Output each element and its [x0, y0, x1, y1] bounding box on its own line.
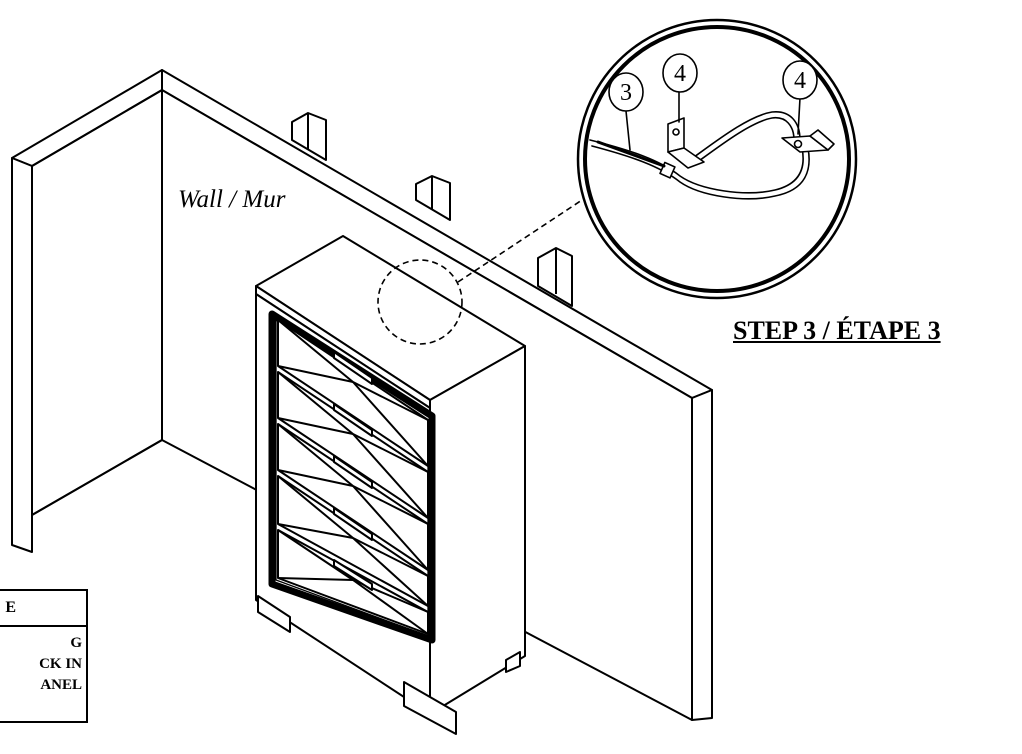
notice-header: E [0, 591, 86, 627]
callout-bubble-strap [608, 72, 644, 112]
drawer [277, 423, 429, 571]
callout-number-strap: 3 [620, 80, 632, 106]
wall-left-panel [11, 69, 163, 553]
detail-leader-line [457, 199, 583, 283]
drawer [277, 529, 429, 635]
chest-leg-right [403, 681, 457, 735]
step-title: STEP 3 / ÉTAPE 3 [733, 316, 941, 345]
detail-highlight-circle [377, 259, 463, 345]
detail-zoom-circle [576, 18, 858, 300]
callout-bubble-bracket-left [662, 53, 698, 93]
callout-number-bracket-right: 4 [794, 68, 806, 94]
drawer [277, 319, 429, 467]
cable-tie-strap [589, 111, 810, 200]
callout-number-bracket-left: 4 [674, 61, 686, 87]
notice-line: ANEL [40, 677, 82, 693]
wall-stud [291, 112, 327, 161]
chest-leg-left [257, 595, 291, 633]
chest-side [429, 345, 526, 715]
wall-stud [415, 175, 451, 221]
callout-leader [625, 110, 631, 151]
notice-body: G CK IN ANEL [0, 627, 86, 696]
callout-leader [797, 97, 801, 135]
callout-bubble-bracket-right [782, 60, 818, 100]
wall-label: Wall / Mur [178, 186, 286, 213]
drawer [277, 371, 429, 519]
warning-notice-panel: E G CK IN ANEL [0, 589, 88, 723]
notice-line: G [70, 635, 82, 651]
wall-bracket-right [781, 129, 835, 153]
drawer [277, 475, 429, 607]
notice-line: CK IN [39, 656, 82, 672]
wall-stud [537, 247, 573, 307]
